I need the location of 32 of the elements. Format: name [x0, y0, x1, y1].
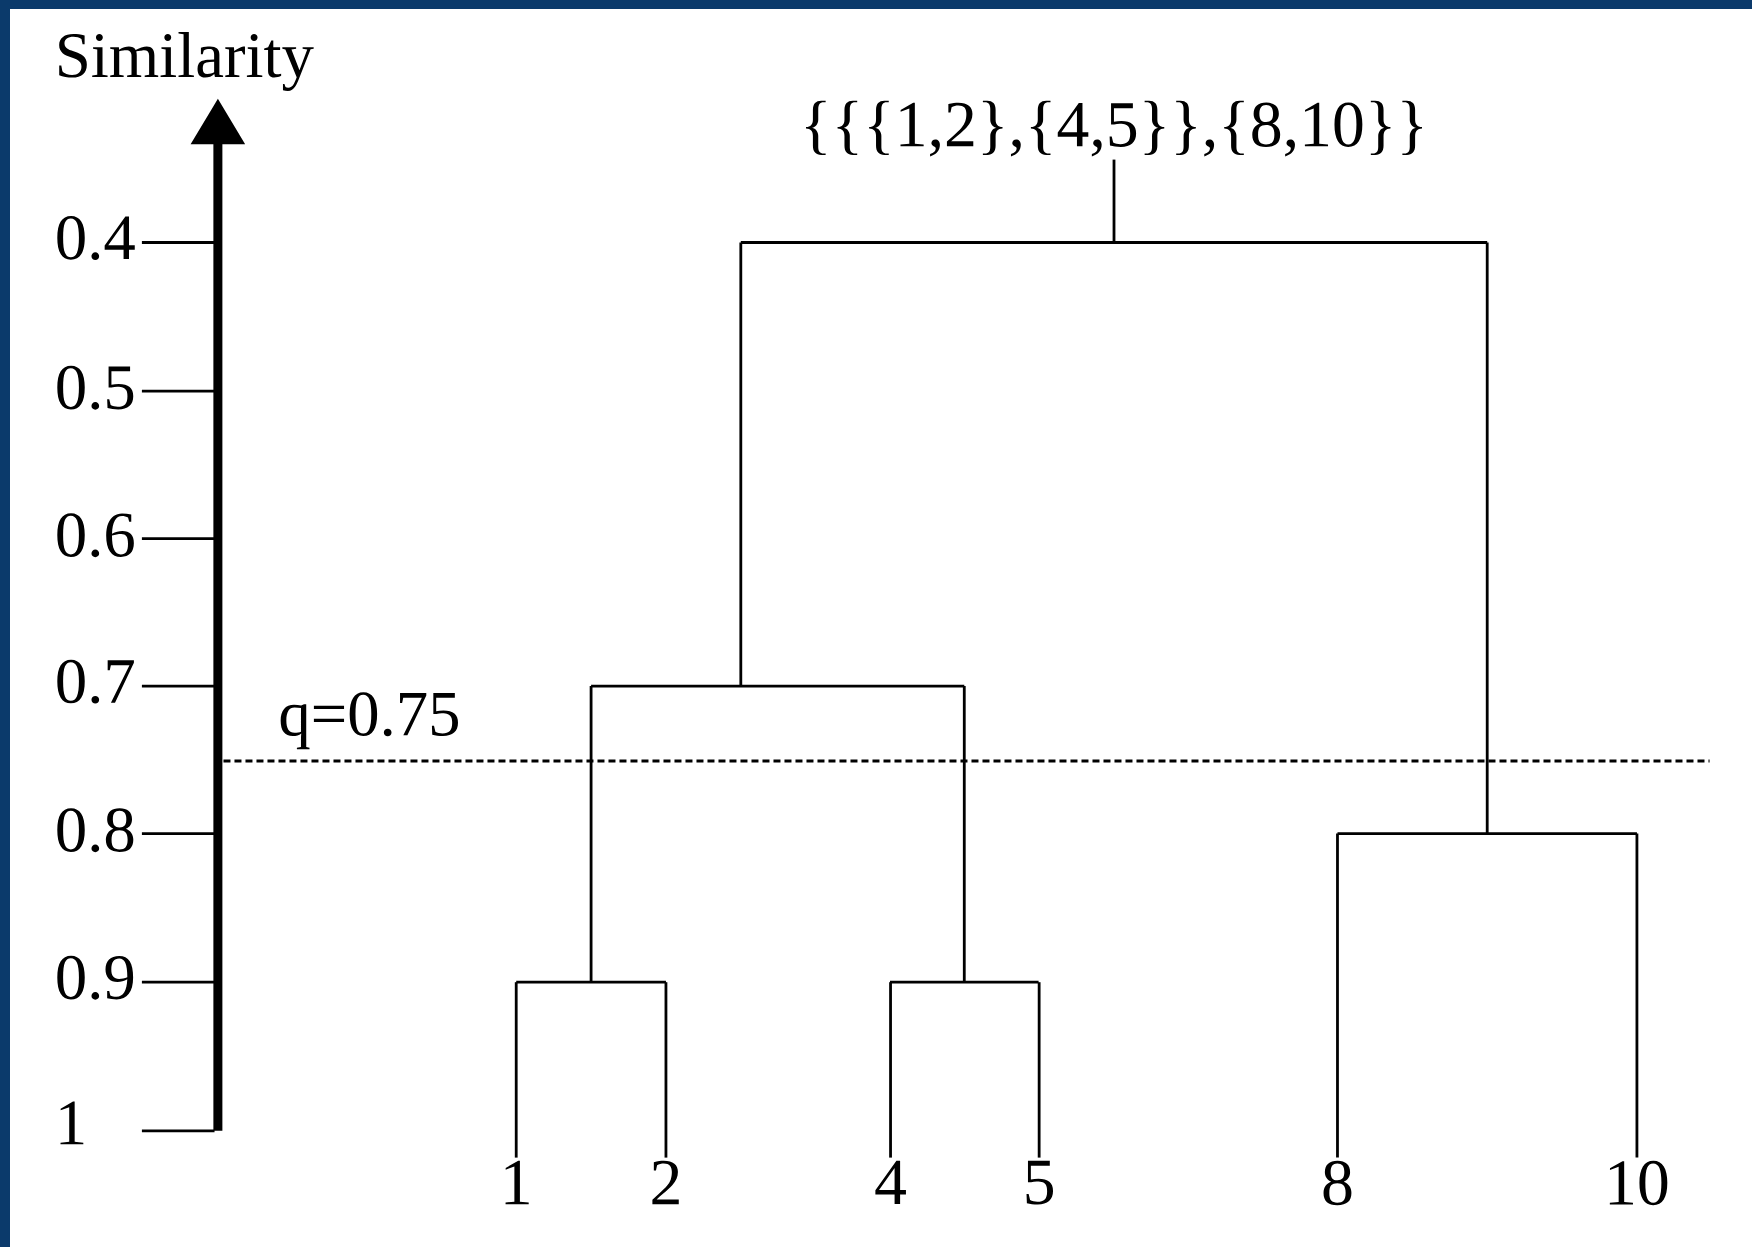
- leaf-label: 8: [1323, 1160, 1352, 1206]
- dendrogram-link: [1635, 833, 1639, 1158]
- dendrogram-link: [1336, 833, 1339, 1158]
- merge-bar: [514, 980, 668, 984]
- leaf-label: 1: [505, 1160, 529, 1205]
- dendrogram-link: [589, 686, 593, 983]
- dendrogram-link: [739, 242, 743, 687]
- dendrogram-link: [664, 982, 668, 1158]
- tick-label: 0.5: [57, 365, 134, 410]
- tick-label: 0.7: [57, 659, 134, 704]
- tick-label: 0.6: [57, 513, 134, 558]
- leaf-label: 5: [1026, 1160, 1053, 1205]
- leaf-label: 10: [1609, 1160, 1668, 1206]
- merge-bar: [888, 980, 1040, 984]
- dendrogram-link: [1485, 242, 1489, 834]
- tick-label: 0.8: [57, 808, 134, 853]
- tick-label: 0.9: [57, 955, 134, 1000]
- dendrogram-link: [962, 686, 966, 983]
- dendrogram-link: [514, 982, 518, 1158]
- dendrogram-link: [1037, 982, 1041, 1158]
- dendrogram-link: [889, 982, 892, 1158]
- tick-label: 1: [60, 1101, 84, 1145]
- cluster-label: {{{1,2},{4,5}},{8,10}}: [806, 100, 1422, 157]
- axis-title: Similarity: [59, 32, 314, 91]
- dendrogram-link: [1112, 159, 1116, 243]
- threshold-label: q=0.75: [280, 692, 458, 750]
- leaf-label: 4: [875, 1160, 906, 1205]
- leaf-label: 2: [652, 1160, 679, 1205]
- merge-bar: [739, 241, 1489, 244]
- tick-label: 0.4: [57, 216, 135, 260]
- merge-bar: [589, 684, 966, 688]
- merge-bar: [1336, 832, 1639, 835]
